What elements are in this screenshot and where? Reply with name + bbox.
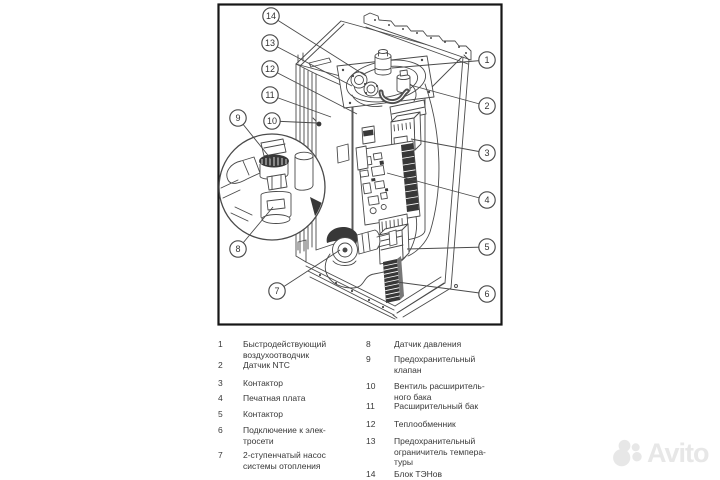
callout-leader-6	[396, 281, 488, 295]
legend-item: 1 Быстродействующий воздухоотводчик	[218, 339, 326, 360]
legend-item-number: 11	[366, 401, 375, 411]
svg-text:3: 3	[484, 148, 489, 158]
callout-1: 1	[478, 51, 496, 69]
callout-13: 13	[261, 34, 279, 52]
callout-5: 5	[478, 238, 496, 256]
svg-text:5: 5	[484, 242, 489, 252]
expansion-vent-valve	[316, 121, 322, 127]
legend-item: 7 2-ступенчатый насос системы отопления	[218, 450, 326, 471]
legend-item: 10 Вентиль расширитель- ного бака	[366, 381, 485, 402]
svg-text:14: 14	[266, 11, 276, 21]
callout-leader-13	[269, 42, 353, 87]
boiler-illustration	[218, 12, 472, 320]
callout-14: 14	[262, 7, 280, 25]
svg-text:12: 12	[265, 64, 275, 74]
legend-item: 6 Подключение к элек- тросети	[218, 425, 326, 446]
svg-text:1: 1	[484, 55, 489, 65]
svg-text:4: 4	[484, 195, 489, 205]
legend-item-number: 5	[218, 409, 223, 419]
callout-leader-3	[410, 138, 488, 154]
callout-leader-1	[391, 59, 488, 69]
legend-item-number: 12	[366, 419, 376, 429]
callout-leader-11	[269, 94, 332, 118]
legend-item-text: Датчик NTC	[243, 360, 290, 370]
svg-text:7: 7	[274, 286, 279, 296]
callout-3: 3	[478, 144, 496, 162]
avito-watermark-text: Avito	[647, 438, 709, 468]
legend-item-number: 6	[218, 425, 223, 435]
callout-leader-2	[409, 84, 488, 107]
legend-item-text: Блок ТЭНов	[394, 469, 443, 479]
legend-item: 2 Датчик NTC	[218, 360, 290, 371]
svg-text:13: 13	[265, 38, 275, 48]
legend-item-number: 13	[366, 436, 376, 446]
legend-item-text: Теплообменник	[394, 419, 456, 429]
callout-2: 2	[478, 97, 496, 115]
callout-7: 7	[268, 282, 286, 300]
callout-leader-5	[406, 246, 488, 250]
callout-leader-8	[237, 206, 274, 250]
callout-leader-7	[276, 249, 341, 292]
legend-item-number: 14	[366, 469, 376, 479]
avito-logo-icon	[613, 439, 642, 467]
legend-item-number: 10	[366, 381, 376, 391]
callout-10: 10	[263, 112, 281, 130]
svg-text:6: 6	[484, 289, 489, 299]
legend-item: 12 Теплообменник	[366, 419, 456, 430]
svg-text:10: 10	[267, 116, 277, 126]
legend-item: 4 Печатная плата	[218, 393, 305, 404]
legend-item: 9 Предохранительный клапан	[366, 354, 475, 375]
legend-item-number: 2	[218, 360, 223, 370]
callout-12: 12	[261, 60, 279, 78]
legend-item-text: Расширительный бак	[394, 401, 479, 411]
svg-text:9: 9	[235, 113, 240, 123]
legend-item-number: 4	[218, 393, 223, 403]
legend-item: 11 Расширительный бак	[366, 401, 478, 412]
legend-item: 14 Блок ТЭНов	[366, 469, 442, 480]
legend-item-number: 8	[366, 339, 371, 349]
legend-item-text: Печатная плата	[243, 393, 306, 403]
legend-item-text: Датчик давления	[394, 339, 462, 349]
legend-item-text: Контактор	[243, 409, 283, 419]
legend-item: 5 Контактор	[218, 409, 283, 420]
svg-text:2: 2	[484, 101, 489, 111]
svg-text:8: 8	[235, 244, 240, 254]
legend-item: 8 Датчик давления	[366, 339, 461, 350]
callout-leader-4	[386, 172, 488, 201]
legend-item-number: 3	[218, 378, 223, 388]
svg-text:11: 11	[265, 90, 274, 100]
callout-leader-12	[269, 68, 358, 115]
legend-item-text: Быстродействующий воздухоотводчик	[243, 339, 327, 360]
callout-6: 6	[478, 285, 496, 303]
avito-watermark: Avito	[609, 437, 709, 469]
detail-inset	[218, 133, 326, 241]
legend-item-number: 7	[218, 450, 223, 460]
legend-item-number: 1	[218, 339, 223, 349]
callout-11: 11	[261, 86, 279, 104]
legend-item-text: Предохранительный клапан	[394, 354, 476, 375]
callout-9: 9	[229, 109, 247, 127]
legend-item: 3 Контактор	[218, 378, 283, 389]
callout-leader-14	[270, 15, 367, 77]
legend-item: 13 Предохранительный ограничитель темпера…	[366, 436, 486, 468]
legend-item-number: 9	[366, 354, 371, 364]
legend-item-text: Предохранительный ограничитель темпера- …	[394, 436, 486, 467]
legend-item-text: Подключение к элек- тросети	[243, 425, 326, 446]
callout-8: 8	[229, 240, 247, 258]
callout-4: 4	[478, 191, 496, 209]
legend-item-text: Контактор	[243, 378, 283, 388]
legend-item-text: 2-ступенчатый насос системы отопления	[243, 450, 326, 471]
legend-item-text: Вентиль расширитель- ного бака	[394, 381, 485, 402]
